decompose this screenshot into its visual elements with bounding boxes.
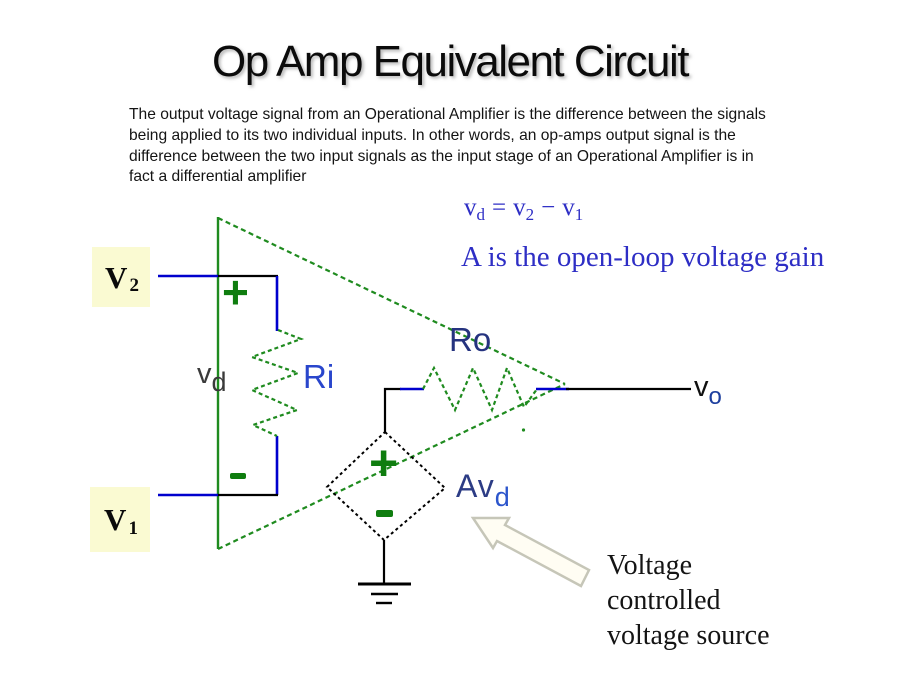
output-wires [383,387,691,432]
minus-operator: − [541,194,556,221]
equals-sign: = [492,194,507,221]
resistor-ri [248,328,305,437]
gain-note: A is the open-loop voltage gain [461,241,825,273]
vd-formula: vd=v2−v1 [464,194,583,225]
formula-v: v [464,194,477,221]
ground-icon [358,540,411,605]
opamp-plus-icon: + [222,266,249,318]
intro-paragraph: The output voltage signal from an Operat… [129,106,766,186]
opamp-minus-icon [230,473,246,479]
source-minus-icon [376,510,393,517]
ro-label: Ro [449,321,492,358]
formula-sub-2: 2 [525,205,535,224]
avd-label: Avd [456,468,511,512]
vo-label: vo [694,371,722,410]
vd-label: vd [197,358,227,397]
slide-title: Op Amp Equivalent Circuit [211,37,690,86]
ri-label: Ri [303,358,335,395]
formula-sub-d: d [476,205,486,224]
source-plus-icon: + [369,435,399,491]
resistor-ro [422,365,538,413]
pointer-arrow-icon [470,516,591,588]
stray-dot [521,428,526,432]
source-annotation: Voltage controlled voltage source [607,550,770,651]
formula-sub-1: 1 [574,205,584,224]
formula-v1: v [562,194,575,221]
formula-v2: v [513,194,526,221]
